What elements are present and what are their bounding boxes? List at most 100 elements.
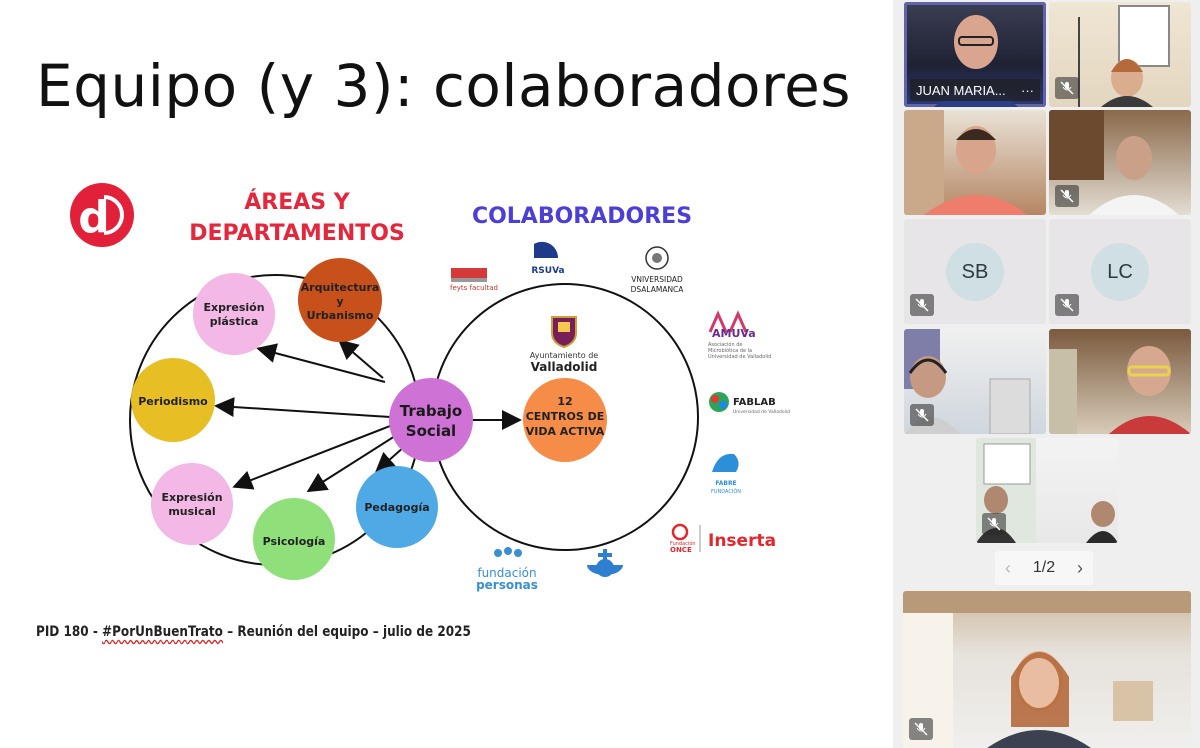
area-label: Psicología — [263, 535, 326, 548]
area-label: Arquitectura — [301, 281, 380, 294]
muted-mic-icon — [1055, 77, 1079, 99]
amuva-label: AMUVa — [712, 327, 756, 340]
area-label: y — [336, 295, 343, 308]
area-label: Pedagogía — [364, 501, 429, 514]
centros-circle — [523, 378, 607, 462]
rsuva-icon — [534, 241, 559, 258]
area-label: Periodismo — [138, 395, 208, 408]
muted-mic-icon — [910, 404, 934, 426]
svg-text:fundación: fundación — [477, 566, 536, 580]
salamanca-label: DSALAMANCA — [631, 285, 685, 294]
area-circle — [298, 258, 382, 342]
chevron-right-icon[interactable]: › — [1077, 557, 1083, 578]
svg-text:Asociación de: Asociación de — [708, 341, 743, 348]
university-logo: d — [70, 183, 134, 247]
area-periodismo: Periodismo — [131, 358, 215, 442]
participant-tile[interactable]: LC — [1049, 219, 1191, 324]
svg-text:Microbiótica de la: Microbiótica de la — [708, 347, 752, 354]
centros-label: VIDA ACTIVA — [526, 425, 605, 438]
area-expresion-plastica: Expresión plástica — [193, 273, 275, 355]
svg-text:FABRE: FABRE — [715, 480, 736, 487]
participant-tile[interactable] — [904, 329, 1046, 434]
gallery-pager: ‹ 1/2 › — [995, 551, 1093, 585]
participant-video — [976, 438, 1118, 543]
svg-text:personas: personas — [476, 578, 538, 592]
centros-vida-activa: 12 CENTROS DE VIDA ACTIVA — [523, 378, 607, 462]
area-label: plástica — [210, 315, 259, 328]
areas-heading-line1: ÁREAS Y — [244, 189, 351, 215]
area-psicologia: Psicología — [253, 498, 335, 580]
rsuva-label: RSUVa — [531, 266, 564, 276]
feyts-logo: feyts facultad — [450, 268, 498, 292]
participant-tile[interactable]: SB — [904, 219, 1046, 324]
svg-text:Fundación: Fundación — [670, 540, 696, 547]
participant-video — [1078, 5, 1170, 107]
fundacion-personas-logo: fundación personas — [476, 547, 538, 592]
participant-tile-self[interactable] — [903, 591, 1191, 748]
people-icon — [494, 549, 502, 557]
participant-tile[interactable]: JUAN MARIA... ··· — [904, 2, 1046, 107]
hub-label: Social — [406, 422, 456, 440]
once-inserta-logo: Fundación ONCE Inserta — [670, 523, 776, 554]
once-icon — [671, 523, 689, 541]
area-circle — [253, 498, 335, 580]
footer-prefix: PID 180 - — [36, 624, 103, 640]
svg-text:Universidad de Valladolid: Universidad de Valladolid — [708, 354, 771, 360]
muted-mic-icon — [910, 294, 934, 316]
ayuntamiento-logo: Ayuntamiento de Valladolid — [530, 316, 599, 374]
shared-slide: Equipo (y 3): colaboradores d ÁREAS Y DE… — [36, 52, 851, 640]
fablab-icon — [709, 392, 729, 412]
footer-hashtag: #PorUnBuenTrato — [102, 624, 223, 640]
inserta-label: Inserta — [708, 531, 776, 551]
more-options-icon[interactable]: ··· — [1021, 82, 1034, 98]
centros-label: 12 — [557, 395, 572, 408]
participant-tile[interactable] — [1049, 110, 1191, 215]
participant-tile[interactable] — [904, 110, 1046, 215]
participant-tile[interactable] — [976, 438, 1118, 543]
slide-title: Equipo (y 3): colaboradores — [36, 52, 851, 120]
area-circle — [151, 463, 233, 545]
muted-mic-icon — [909, 718, 933, 740]
centros-label: CENTROS DE — [526, 410, 605, 423]
slide-footer: PID 180 - #PorUnBuenTrato – Reunión del … — [36, 624, 471, 640]
hub-circle — [389, 378, 473, 462]
fablab-logo: FABLAB Universidad de Valladolid — [709, 392, 790, 415]
muted-mic-icon — [982, 513, 1006, 535]
rsuva-logo: RSUVa — [531, 241, 565, 276]
svg-text:ONCE: ONCE — [670, 546, 692, 554]
religious-emblem-logo — [587, 549, 623, 577]
participant-tile[interactable] — [1049, 2, 1191, 107]
feyts-label: feyts facultad — [450, 284, 498, 292]
participant-video — [1049, 110, 1179, 215]
fabre-icon — [712, 453, 739, 472]
logo-letter: d — [78, 192, 110, 243]
participant-video — [1049, 346, 1191, 434]
fabre-logo: FABRE FUNDACIÓN — [711, 453, 741, 495]
participant-name: JUAN MARIA... — [916, 82, 1006, 98]
area-circle — [131, 358, 215, 442]
participant-namebar: JUAN MARIA... ··· — [910, 79, 1040, 101]
avatar: LC — [1091, 243, 1149, 301]
area-expresion-musical: Expresión musical — [151, 463, 233, 545]
amuva-icon — [708, 310, 748, 333]
chevron-left-icon[interactable]: ‹ — [1005, 557, 1011, 578]
ayuntamiento-name: Valladolid — [531, 360, 598, 374]
area-label: Expresión — [161, 491, 222, 504]
muted-mic-icon — [1055, 294, 1079, 316]
svg-text:Universidad de Valladolid: Universidad de Valladolid — [733, 409, 790, 415]
area-label: Expresión — [203, 301, 264, 314]
salamanca-label: VNIVERSIDAD — [631, 275, 683, 284]
area-circle — [193, 273, 275, 355]
hub-trabajo-social: Trabajo Social — [389, 378, 473, 462]
ayuntamiento-label: Ayuntamiento de — [530, 351, 599, 360]
participant-tile[interactable] — [1049, 329, 1191, 434]
area-circle — [356, 466, 438, 548]
area-label: Urbanismo — [307, 309, 374, 322]
feyts-icon — [451, 268, 487, 278]
participant-video — [904, 329, 1031, 434]
areas-heading-line2: DEPARTAMENTOS — [189, 221, 405, 246]
fablab-label: FABLAB — [733, 397, 776, 408]
hub-label: Trabajo — [400, 402, 462, 420]
area-arquitectura: Arquitectura y Urbanismo — [298, 258, 382, 342]
amuva-logo: AMUVa Asociación de Microbiótica de la U… — [708, 310, 771, 360]
